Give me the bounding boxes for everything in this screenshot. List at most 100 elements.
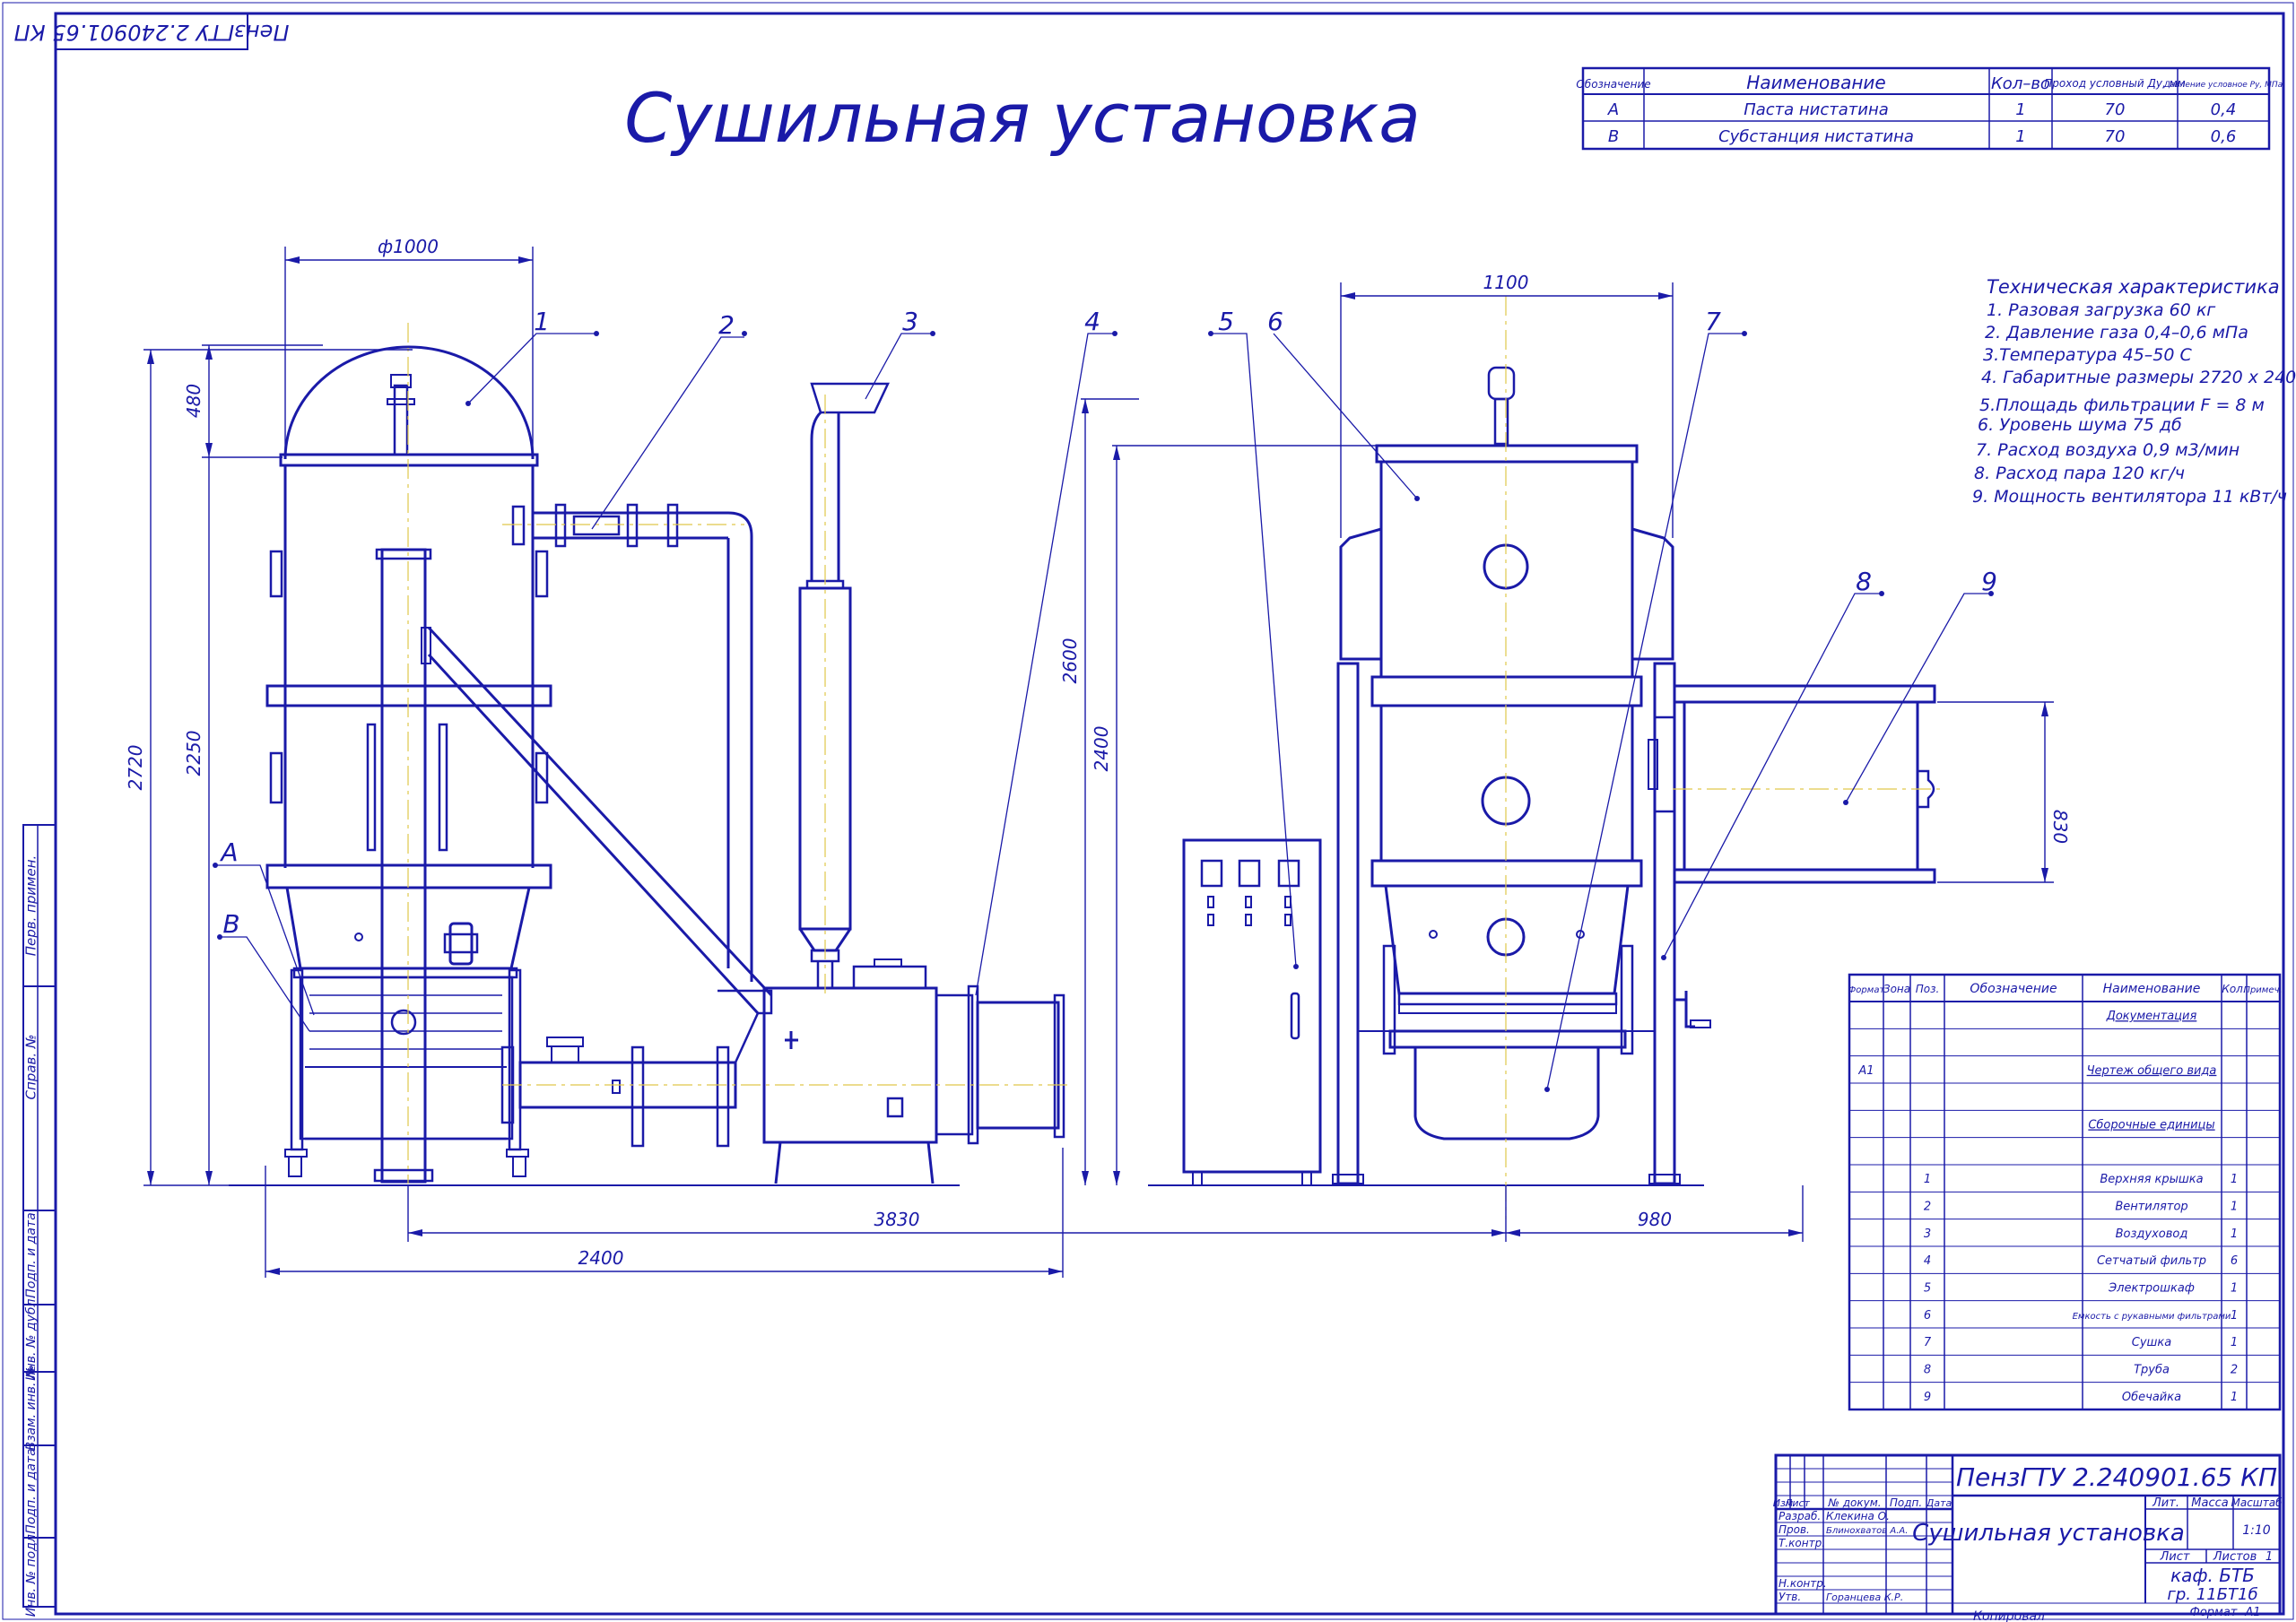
- spec-cell-qty: 1: [2231, 1309, 2238, 1323]
- fluid-bed-dryer: [1332, 366, 1936, 1185]
- dim-2600: 2600: [1059, 638, 1081, 684]
- strip-vzam-inv: Взам. инв. №: [24, 1365, 39, 1450]
- air-duct: [798, 382, 890, 988]
- tb-scale: 1:10: [2242, 1523, 2271, 1538]
- spec-cell-qty: 1: [2231, 1336, 2238, 1349]
- ct-r1-c2: 1: [2015, 127, 2025, 146]
- ct-head-1: Наименование: [1746, 72, 1885, 93]
- spec-cell-name: Вентилятор: [2115, 1201, 2187, 1214]
- dim-2250: 2250: [183, 731, 204, 776]
- tb-head-podp: Подп.: [1890, 1496, 1922, 1509]
- spec-head-oboz: Обозначение: [1970, 982, 2057, 996]
- tb-prov-label: Пров.: [1779, 1523, 1810, 1536]
- dim-2400-vert: 2400: [1091, 726, 1112, 772]
- strip-podp-data-2: Подп. и дата: [24, 1448, 39, 1533]
- spec-cell-qty: 1: [2231, 1227, 2238, 1241]
- dim-2400-horiz: 2400: [578, 1247, 624, 1269]
- spec-cell-name: Сушка: [2132, 1336, 2172, 1349]
- tb-head-list: Лист: [1784, 1497, 1810, 1509]
- spec-cell-name: Чертеж общего вида: [2087, 1064, 2217, 1078]
- spec-cell-name: Воздуховод: [2116, 1227, 2188, 1241]
- dimension-values: ф1000 1100 2720 480 2250 2600 2400 830 3…: [125, 236, 2071, 1269]
- tb-utv-label: Утв.: [1779, 1591, 1801, 1603]
- tb-format-value: А1: [2244, 1606, 2260, 1619]
- spec-head-name: Наименование: [2103, 982, 2201, 996]
- dim-830: 830: [2049, 810, 2071, 844]
- side-strip: Перв. примен. Справ. № Подп. и дата Инв.…: [22, 824, 57, 1618]
- spec-cell-name: Документация: [2106, 1010, 2197, 1023]
- electrical-cabinet: [1182, 838, 1322, 1186]
- drawing-title: Сушильная установка: [624, 78, 1421, 158]
- spec-cell-name: Сетчатый фильтр: [2097, 1254, 2206, 1268]
- pos-A: А: [219, 837, 238, 867]
- tech-spec-7: 7. Расход воздуха 0,9 м3/мин: [1976, 440, 2239, 460]
- tb-razrab-label: Разраб.: [1779, 1510, 1821, 1522]
- spec-cell-name: Электрошкаф: [2108, 1282, 2195, 1296]
- inner-frame: [54, 12, 2285, 1616]
- tech-specs-title: Техническая характеристика: [1987, 276, 2280, 298]
- ct-r1-c3: 70: [2105, 127, 2126, 146]
- spec-head-poz: Поз.: [1916, 983, 1940, 995]
- tb-format-label: Формат: [2190, 1606, 2238, 1619]
- spec-cell-qty: 1: [2231, 1391, 2238, 1404]
- tb-tkontr-label: Т.контр.: [1779, 1537, 1825, 1549]
- connecting-pipe: [511, 503, 753, 982]
- strip-inv-podl: Инв. № подл.: [24, 1531, 39, 1618]
- pos-2: 2: [718, 310, 735, 340]
- dim-d1000: ф1000: [378, 236, 439, 257]
- tb-massa-label: Масса: [2191, 1496, 2228, 1510]
- tb-listov-label: Листов: [2213, 1550, 2257, 1564]
- leader-dots: [213, 331, 1994, 1092]
- spec-cell-name: Труба: [2134, 1364, 2170, 1377]
- spec-cell-qty: 1: [2231, 1282, 2238, 1296]
- fan-and-filter: [500, 958, 1065, 1184]
- spec-head-format: Формат: [1848, 985, 1886, 995]
- tb-kopiroval: Копировал: [1973, 1609, 2045, 1622]
- strip-sprav-no: Справ. №: [23, 1035, 39, 1100]
- pos-B: В: [222, 909, 239, 939]
- tb-prov-name: Блинохватов А.А.: [1826, 1526, 1908, 1536]
- spec-cell-pos: 1: [1924, 1173, 1931, 1186]
- spec-cell-qty: 6: [2231, 1254, 2238, 1268]
- rotated-stamp-box: [55, 13, 248, 50]
- spec-cell-pos: 7: [1924, 1336, 1932, 1349]
- tech-spec-1: 1. Разовая загрузка 60 кг: [1987, 300, 2216, 320]
- tb-utv-name: Горанцева К.Р.: [1826, 1592, 1903, 1603]
- strip-perv-primen: Перв. примен.: [23, 855, 39, 957]
- tech-specs: Техническая характеристика 1. Разовая за…: [1972, 276, 2296, 507]
- tb-head-data: Дата: [1926, 1497, 1952, 1509]
- spec-cell-pos: 6: [1924, 1309, 1931, 1323]
- ct-head-2: Кол–во: [1991, 74, 2050, 93]
- spec-cell-name: Обечайка: [2122, 1391, 2181, 1404]
- tb-nkontr-label: Н.контр.: [1779, 1577, 1827, 1590]
- tech-spec-2: 2. Давление газа 0,4–0,6 мПа: [1985, 323, 2248, 343]
- tech-spec-8: 8. Расход пара 120 кг/ч: [1974, 464, 2185, 483]
- ct-head-4: Давление условное Ру, МПа: [2163, 81, 2283, 90]
- pos-5: 5: [1218, 307, 1234, 336]
- pos-1: 1: [534, 307, 550, 336]
- pos-6: 6: [1267, 307, 1283, 336]
- components-table: Обозначение Наименование Кол–во Проход у…: [1576, 66, 2283, 151]
- spec-head-zona: Зона: [1883, 983, 1910, 995]
- strip-inv-dubl: Инв. № дубл.: [24, 1295, 39, 1381]
- ct-r0-c1: Паста нистатина: [1744, 100, 1889, 119]
- spec-cell-pos: 2: [1924, 1201, 1931, 1214]
- spec-cell-qty: 1: [2231, 1201, 2238, 1214]
- tb-org-2: гр. 11БТ1б: [2167, 1585, 2257, 1604]
- ct-head-0: Обозначение: [1576, 78, 1650, 91]
- pos-8: 8: [1856, 567, 1872, 596]
- title-block: ПензГТУ 2.240901.65 КП Сушильная установ…: [1773, 1453, 2283, 1622]
- dim-2720: 2720: [125, 745, 146, 791]
- tb-doc-code: ПензГТУ 2.240901.65 КП: [1956, 1462, 2277, 1492]
- spec-cell-qty: 2: [2231, 1364, 2238, 1377]
- leader-lines: [215, 333, 1991, 1090]
- ct-head-3: Проход условный Ду, мм: [2044, 77, 2185, 90]
- spec-cell-name: Емкость с рукавными фильтрами: [2073, 1312, 2231, 1322]
- spec-head-note: Примеч.: [2243, 985, 2282, 995]
- tb-masshtab-label: Масштаб: [2231, 1496, 2283, 1509]
- spec-cell-name: Верхняя крышка: [2100, 1173, 2203, 1186]
- spec-cell-pos: 5: [1924, 1282, 1931, 1296]
- spec-cell-pos: 3: [1924, 1227, 1931, 1241]
- ct-r0-c3: 70: [2105, 100, 2126, 119]
